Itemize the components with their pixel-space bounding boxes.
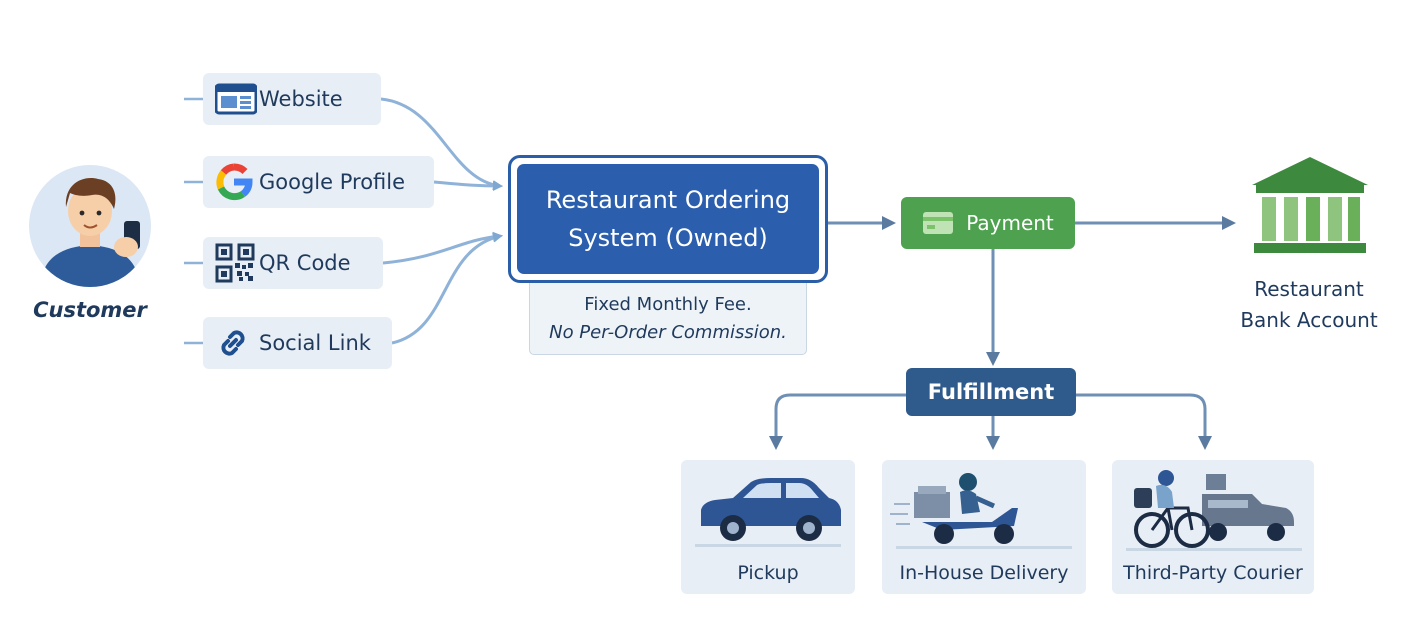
channel-google-profile[interactable]: Google Profile xyxy=(203,156,434,208)
channel-qr-code-label: QR Code xyxy=(259,251,351,275)
flow-arrows xyxy=(769,216,1236,450)
fee-note-line1: Fixed Monthly Fee. xyxy=(584,293,752,315)
payment-box: Payment xyxy=(901,197,1075,249)
option-in-house-delivery-label: In-House Delivery xyxy=(899,562,1069,584)
channel-google-profile-label: Google Profile xyxy=(259,170,406,194)
fulfillment-label: Fulfillment xyxy=(927,380,1055,404)
scooter-icon xyxy=(890,473,1072,549)
bank-label: Restaurant Bank Account xyxy=(1226,274,1392,336)
channel-stubs xyxy=(184,97,203,345)
bank-label-line2: Bank Account xyxy=(1240,308,1378,332)
fee-note-line2: No Per-Order Commission. xyxy=(549,321,787,343)
channel-website[interactable]: Website xyxy=(203,73,381,125)
link-icon xyxy=(215,326,259,360)
option-pickup[interactable]: Pickup xyxy=(681,460,855,594)
bicycle-courier-icon xyxy=(1126,470,1302,551)
channel-social-link[interactable]: Social Link xyxy=(203,317,392,369)
customer-avatar xyxy=(29,165,151,287)
channel-curves xyxy=(380,97,503,345)
car-icon xyxy=(695,478,841,547)
card-icon xyxy=(923,212,954,234)
system-title-line1: Restaurant Ordering xyxy=(545,186,791,214)
option-third-party-courier[interactable]: Third-Party Courier xyxy=(1112,460,1314,594)
customer-label: Customer xyxy=(33,298,147,322)
payment-label: Payment xyxy=(966,211,1054,235)
browser-window-icon xyxy=(215,82,259,116)
option-third-party-courier-label: Third-Party Courier xyxy=(1123,562,1303,584)
system-title-line2: System (Owned) xyxy=(568,224,768,252)
bank-icon xyxy=(1252,157,1368,253)
channel-social-link-label: Social Link xyxy=(259,331,371,355)
ordering-system-inner: Restaurant Ordering System (Owned) xyxy=(517,164,819,274)
channel-website-label: Website xyxy=(259,87,343,111)
ordering-system-box: Restaurant Ordering System (Owned) xyxy=(508,155,828,283)
fee-note: Fixed Monthly Fee. No Per-Order Commissi… xyxy=(529,283,807,355)
qr-code-icon xyxy=(215,243,259,283)
google-logo-icon xyxy=(215,163,259,201)
bank-label-line1: Restaurant xyxy=(1254,277,1364,301)
channel-qr-code[interactable]: QR Code xyxy=(203,237,383,289)
fulfillment-box: Fulfillment xyxy=(906,368,1076,416)
option-in-house-delivery[interactable]: In-House Delivery xyxy=(882,460,1086,594)
option-pickup-label: Pickup xyxy=(737,562,799,584)
